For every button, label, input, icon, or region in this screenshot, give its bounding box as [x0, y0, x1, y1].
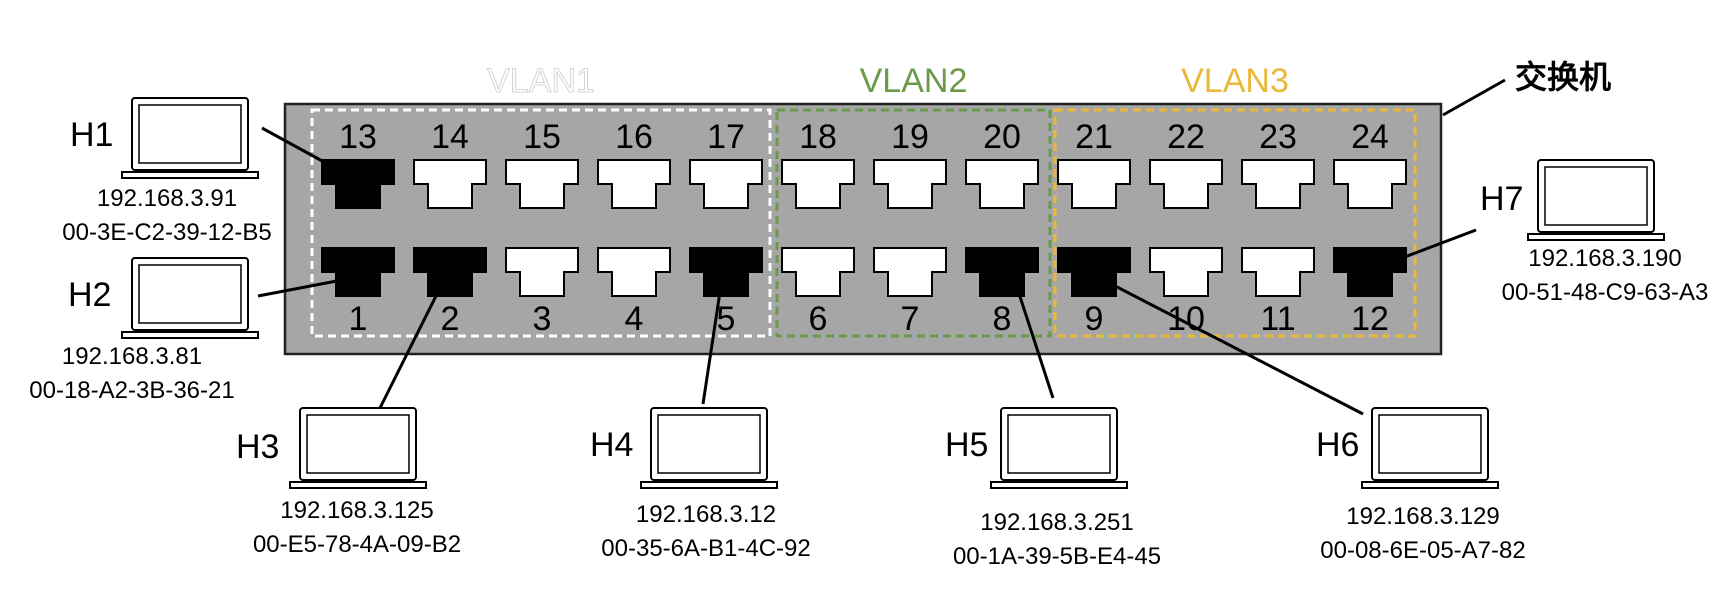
cable-h1-port-13 [261, 126, 336, 170]
port-13 [321, 159, 395, 209]
port-number-21: 21 [1075, 118, 1113, 156]
host-name-h6: H6 [1316, 426, 1359, 464]
host-mac-h4: 00-35-6A-B1-4C-92 [601, 535, 810, 562]
cable-h6-port-9 [1087, 270, 1364, 416]
vlan-label-vlan2: VLAN2 [860, 62, 968, 100]
cable-h3-port-2 [378, 271, 450, 409]
host-mac-h7: 00-51-48-C9-63-A3 [1502, 279, 1709, 306]
host-ip-h3: 192.168.3.125 [280, 497, 433, 524]
host-mac-h6: 00-08-6E-05-A7-82 [1320, 537, 1525, 564]
cable-h2-port-1 [257, 278, 343, 298]
port-number-16: 16 [615, 118, 653, 156]
laptop-icon-h6 [1361, 407, 1499, 489]
vlan-box-vlan2 [775, 108, 1052, 338]
laptop-icon-h5 [990, 407, 1128, 489]
host-mac-h5: 00-1A-39-5B-E4-45 [953, 543, 1161, 570]
host-ip-h4: 192.168.3.12 [636, 501, 776, 528]
cable-h7-port-12 [1401, 228, 1477, 260]
port-number-15: 15 [523, 118, 561, 156]
port-10 [1149, 247, 1223, 297]
host-name-h2: H2 [68, 276, 111, 314]
port-20 [965, 159, 1039, 209]
port-2 [413, 247, 487, 297]
host-name-h4: H4 [590, 426, 633, 464]
port-number-3: 3 [533, 300, 552, 338]
vlan-label-vlan3: VLAN3 [1181, 62, 1289, 100]
port-number-1: 1 [349, 300, 368, 338]
port-number-13: 13 [339, 118, 377, 156]
laptop-icon-h4 [640, 407, 778, 489]
port-number-9: 9 [1085, 300, 1104, 338]
switch-body [283, 102, 1443, 356]
port-4 [597, 247, 671, 297]
laptop-icon-h1 [121, 97, 259, 179]
switch-label: 交换机 [1515, 58, 1611, 96]
port-number-7: 7 [901, 300, 920, 338]
host-mac-h3: 00-E5-78-4A-09-B2 [253, 531, 461, 558]
port-number-12: 12 [1351, 300, 1389, 338]
port-7 [873, 247, 947, 297]
port-number-11: 11 [1260, 300, 1295, 338]
cable-h5-port-8 [1010, 271, 1055, 399]
port-21 [1057, 159, 1131, 209]
switch-label-leader [1442, 78, 1506, 117]
host-ip-h7: 192.168.3.190 [1528, 245, 1681, 272]
laptop-icon-h7 [1527, 159, 1665, 241]
port-number-24: 24 [1351, 118, 1389, 156]
port-number-6: 6 [809, 300, 828, 338]
port-18 [781, 159, 855, 209]
port-number-5: 5 [717, 300, 736, 338]
port-14 [413, 159, 487, 209]
port-22 [1149, 159, 1223, 209]
laptop-icon-h2 [121, 257, 259, 339]
host-name-h5: H5 [945, 426, 988, 464]
cables [257, 126, 1477, 416]
laptop-icon-h3 [289, 407, 427, 489]
vlan-label-vlan1: VLAN1 [487, 62, 595, 100]
port-8 [965, 247, 1039, 297]
host-name-h1: H1 [70, 116, 113, 154]
port-5 [689, 247, 763, 297]
host-name-h7: H7 [1480, 180, 1523, 218]
port-number-4: 4 [625, 300, 644, 338]
port-number-10: 10 [1167, 300, 1205, 338]
port-6 [781, 247, 855, 297]
port-number-23: 23 [1259, 118, 1297, 156]
port-11 [1241, 247, 1315, 297]
host-ip-h1: 192.168.3.91 [97, 185, 237, 212]
cable-h4-port-5 [701, 271, 725, 405]
port-number-17: 17 [707, 118, 745, 156]
vlan-groups: VLAN1 VLAN2 VLAN3 [310, 62, 1417, 338]
port-number-18: 18 [799, 118, 837, 156]
port-17 [689, 159, 763, 209]
host-ip-h5: 192.168.3.251 [980, 509, 1133, 536]
vlan-box-vlan1 [310, 108, 772, 338]
port-number-22: 22 [1167, 118, 1205, 156]
port-1 [321, 247, 395, 297]
port-3 [505, 247, 579, 297]
port-24 [1333, 159, 1407, 209]
port-number-8: 8 [993, 300, 1012, 338]
port-number-19: 19 [891, 118, 929, 156]
host-ip-h2: 192.168.3.81 [62, 343, 202, 370]
vlan-box-vlan3 [1053, 108, 1417, 338]
host-ip-h6: 192.168.3.129 [1346, 503, 1499, 530]
port-23 [1241, 159, 1315, 209]
port-19 [873, 159, 947, 209]
port-number-2: 2 [441, 300, 460, 338]
port-15 [505, 159, 579, 209]
host-name-h3: H3 [236, 428, 279, 466]
host-mac-h2: 00-18-A2-3B-36-21 [29, 377, 234, 404]
port-number-20: 20 [983, 118, 1021, 156]
port-16 [597, 159, 671, 209]
port-number-14: 14 [431, 118, 469, 156]
host-mac-h1: 00-3E-C2-39-12-B5 [62, 219, 271, 246]
